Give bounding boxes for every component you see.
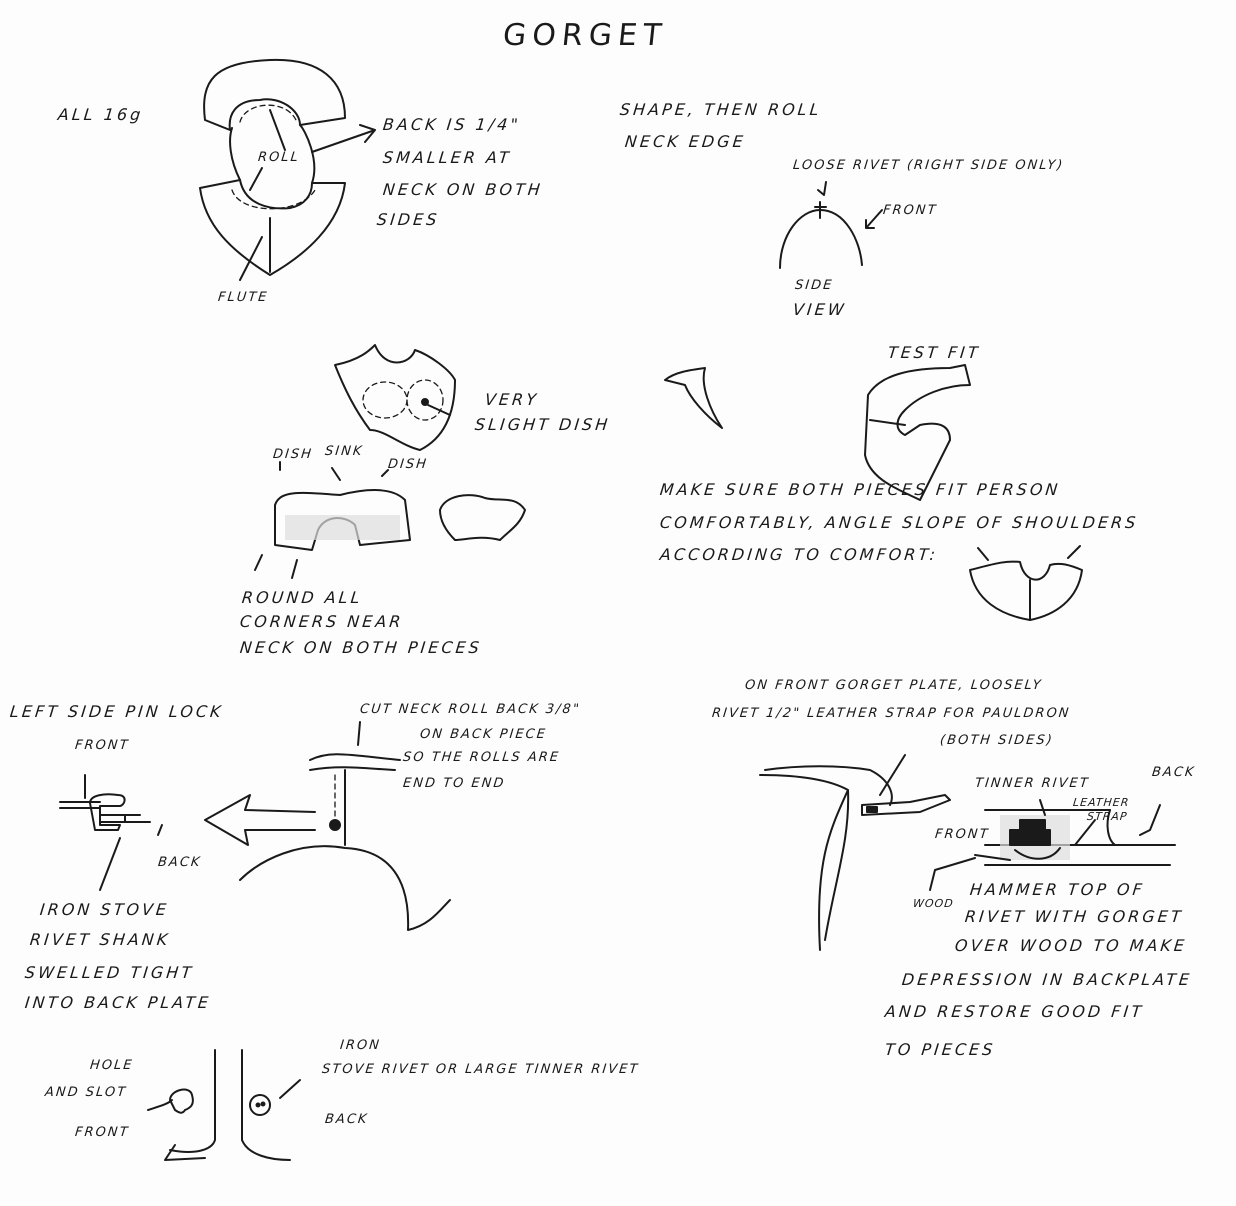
hammer-note-line: OVER WOOD TO MAKE bbox=[954, 936, 1189, 955]
hammer-note-line: RIVET WITH GORGET bbox=[964, 907, 1185, 926]
round-note-line: ROUND ALL bbox=[241, 588, 364, 607]
hole-slot-sketch bbox=[147, 1049, 301, 1161]
hammer-note-line: TO PIECES bbox=[884, 1040, 997, 1059]
bottom-rivet-note: IRON bbox=[339, 1038, 382, 1053]
pin-front-label: FRONT bbox=[74, 738, 131, 753]
material-note: ALL 16g bbox=[57, 105, 145, 124]
strap-note-line: RIVET 1/2" LEATHER STRAP FOR PAULDRON bbox=[711, 706, 1072, 721]
cut-note-line: END TO END bbox=[402, 776, 507, 791]
hammer-note-line: DEPRESSION IN BACKPLATE bbox=[901, 970, 1193, 989]
rivet-note-line: IRON STOVE bbox=[39, 900, 171, 919]
rivet-note-line: INTO BACK PLATE bbox=[24, 993, 213, 1012]
dish-note-line: VERY bbox=[484, 390, 540, 409]
hole-slot-label: HOLE bbox=[89, 1058, 135, 1073]
hammer-note-line: AND RESTORE GOOD FIT bbox=[884, 1002, 1146, 1021]
back-note-line: BACK IS 1/4" bbox=[382, 115, 522, 134]
gorget-plan-sketch bbox=[199, 58, 376, 281]
dish-note-line: SLIGHT DISH bbox=[474, 415, 612, 434]
leather-strap-label: STRAP bbox=[1086, 810, 1129, 823]
cut-note-line: CUT NECK ROLL BACK 3/8" bbox=[359, 702, 582, 717]
strap-back-label: BACK bbox=[1151, 765, 1197, 780]
curved-piece-sketch bbox=[664, 367, 723, 429]
shoulder-slope-sketch bbox=[969, 545, 1083, 621]
back-note-line: SMALLER AT bbox=[382, 148, 513, 167]
strap-sketch bbox=[759, 754, 1176, 951]
front-label: FRONT bbox=[882, 203, 939, 218]
hole-slot-label: AND SLOT bbox=[44, 1085, 128, 1100]
shape-note-line: NECK EDGE bbox=[624, 132, 747, 151]
round-note-line: NECK ON BOTH PIECES bbox=[239, 638, 483, 657]
pin-back-label: BACK bbox=[157, 855, 203, 870]
side-view-label: VIEW bbox=[792, 300, 848, 319]
strap-note-line: (BOTH SIDES) bbox=[939, 733, 1055, 748]
fit-note-line: ACCORDING TO COMFORT: bbox=[659, 545, 940, 564]
cut-note-line: ON BACK PIECE bbox=[419, 727, 548, 742]
fit-note-line: COMFORTABLY, ANGLE SLOPE OF SHOULDERS bbox=[659, 513, 1140, 532]
hammer-note-line: HAMMER TOP OF bbox=[969, 880, 1146, 899]
tinner-rivet-label: TINNER RIVET bbox=[974, 776, 1091, 791]
fit-note-line: MAKE SURE BOTH PIECES FIT PERSON bbox=[659, 480, 1062, 499]
shape-note-line: SHAPE, THEN ROLL bbox=[619, 100, 823, 119]
cut-note-line: SO THE ROLLS ARE bbox=[402, 750, 561, 765]
strap-front-label: FRONT bbox=[934, 827, 991, 842]
flute-label: FLUTE bbox=[217, 290, 270, 305]
wood-label: WOOD bbox=[912, 897, 955, 910]
bottom-back-label: BACK bbox=[324, 1112, 370, 1127]
round-note-line: CORNERS NEAR bbox=[239, 612, 405, 631]
side-view-label: SIDE bbox=[794, 278, 835, 293]
rivet-note-line: RIVET SHANK bbox=[29, 930, 172, 949]
leather-strap-label: LEATHER bbox=[1072, 796, 1131, 809]
back-note-line: NECK ON BOTH bbox=[382, 180, 544, 199]
bottom-rivet-note: STOVE RIVET OR LARGE TINNER RIVET bbox=[321, 1062, 641, 1077]
side-view-sketch bbox=[779, 181, 883, 269]
dish-piece-sketch bbox=[334, 344, 456, 451]
sink-label: SINK bbox=[324, 444, 365, 459]
pin-lock-sketch bbox=[59, 721, 451, 931]
page-title: GORGET bbox=[501, 18, 670, 53]
rivet-note-line: SWELLED TIGHT bbox=[24, 963, 196, 982]
dish-sink-sketch bbox=[254, 461, 526, 579]
test-fit-label: TEST FIT bbox=[887, 343, 982, 362]
dish-right-label: DISH bbox=[387, 457, 429, 472]
pin-lock-heading: LEFT SIDE PIN LOCK bbox=[9, 702, 225, 721]
test-fit-sketch bbox=[864, 364, 971, 501]
roll-label: ROLL bbox=[257, 150, 301, 165]
back-note-line: SIDES bbox=[376, 210, 441, 229]
bottom-front-label: FRONT bbox=[74, 1125, 131, 1140]
dish-left-label: DISH bbox=[272, 447, 314, 462]
loose-rivet-label: LOOSE RIVET (RIGHT SIDE ONLY) bbox=[792, 158, 1066, 173]
strap-note-line: ON FRONT GORGET PLATE, LOOSELY bbox=[744, 678, 1044, 693]
